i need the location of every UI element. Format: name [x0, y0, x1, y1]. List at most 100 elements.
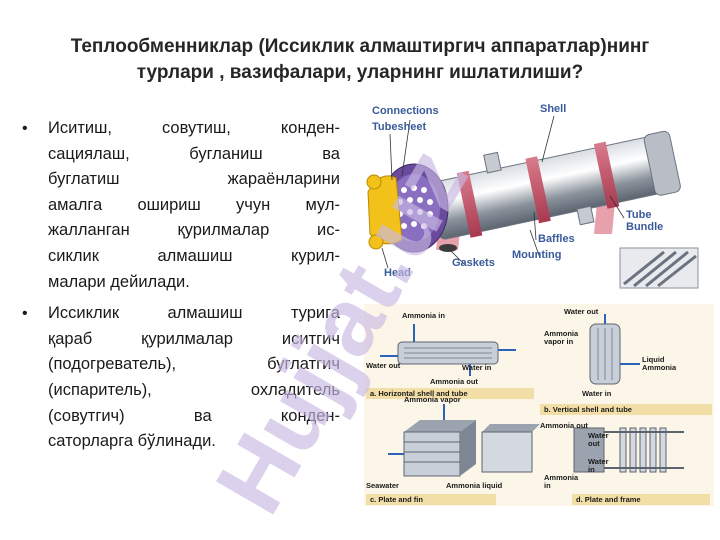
bullet-word: совутиш, — [161, 119, 231, 137]
baffle — [593, 141, 620, 209]
bullet-word: Иссиклик — [48, 304, 120, 323]
label-tubesheet: Tubesheet — [372, 121, 427, 133]
bullet-word: сациялаш, — [48, 144, 130, 163]
caption-b: b. Vertical shell and tube — [544, 405, 632, 414]
bullet-word: ва — [322, 144, 340, 163]
bullet-word: алмашиш — [167, 304, 243, 323]
bullet-dot-icon: • — [22, 305, 28, 323]
bullet-word: буглатгич — [267, 355, 340, 374]
bullet-line: (совутгич) ва конден- — [48, 404, 340, 430]
label-water-in-d-1: Water — [588, 457, 609, 466]
panel-vertical — [540, 314, 712, 415]
bullet-word: (испаритель), — [48, 380, 152, 399]
label-ammonia-vapor-in-2: vapor in — [544, 337, 574, 346]
label-ammonia-out-d: Ammonia out — [540, 421, 588, 430]
bullet-line: саторларга бўлинади. — [48, 429, 340, 455]
label-bundle: Bundle — [626, 221, 663, 233]
label-ammonia-vapor-in-1: Ammonia — [544, 329, 579, 338]
label-water-in-a: Water in — [462, 363, 492, 372]
bullet-word: иситгич — [281, 329, 340, 348]
title-line-2: турлари , вазифалари, уларнинг ишлатилиш… — [136, 62, 584, 83]
baffle — [525, 156, 551, 224]
label-head: Head — [384, 267, 411, 279]
bullet-word: турига — [290, 304, 340, 323]
label-water-out-a: Water out — [366, 361, 401, 370]
bullet-line: сациялаш, бугланиш ва — [48, 142, 340, 168]
label-ammonia-in-a: Ammonia in — [402, 311, 445, 320]
bullet-word: курил- — [291, 246, 340, 265]
label-water-in-b: Water in — [582, 389, 612, 398]
slide-title: Теплообменниклар (Иссиклик алмаштиргич а… — [30, 34, 690, 86]
bullet-word: қараб — [48, 329, 93, 348]
caption-a: a. Horizontal shell and tube — [370, 389, 468, 398]
shell-end — [643, 130, 681, 196]
bullet-word: сиклик — [48, 246, 99, 265]
label-water-in-d-2: in — [588, 465, 595, 474]
bullet-word: конден- — [280, 119, 340, 137]
label-liquid-2: Ammonia — [642, 363, 677, 372]
bullet-line: (подогреватель), буглатгич — [48, 352, 340, 378]
label-tube: Tube — [626, 209, 651, 221]
bullet-word: алмашиш — [157, 246, 233, 265]
bullet-item: •Иситиш,совутиш,конден-сациялаш,бугланиш… — [18, 116, 340, 295]
label-ammonia-in-d-1: Ammonia — [544, 473, 579, 482]
label-mounting: Mounting — [512, 249, 561, 261]
panel-plate-fin — [366, 404, 540, 505]
bullet-word: жалланган — [48, 221, 130, 240]
bullet-line: (испаритель), охладитель — [48, 378, 340, 404]
leader-lines — [381, 115, 625, 269]
bullet-line: қараб қурилмалар иситгич — [48, 327, 340, 353]
bullet-word: охладитель — [250, 380, 340, 399]
label-ammonia-liquid: Ammonia liquid — [446, 481, 503, 490]
bullet-dot-icon: • — [22, 120, 28, 137]
bullet-word: мул- — [305, 195, 340, 214]
bullet-line: Иссиклик алмашиш турига — [48, 301, 340, 327]
tube-bundle-inset — [619, 247, 699, 289]
bullet-line: Иситиш,совутиш,конден- — [48, 116, 340, 142]
label-connections: Connections — [372, 105, 439, 117]
bullet-word: учун — [235, 195, 271, 214]
bullet-word: малари дейилади. — [48, 272, 190, 291]
caption-c: c. Plate and fin — [370, 495, 423, 504]
bullet-word: ис- — [317, 221, 340, 240]
gasket — [439, 244, 457, 252]
bullet-word: жараёнларини — [227, 170, 340, 189]
label-ammonia-vapor-c: Ammonia vapor — [404, 395, 461, 404]
caption-d: d. Plate and frame — [576, 495, 641, 504]
bullet-word: бугланиш — [189, 144, 263, 163]
head-nozzle — [366, 174, 382, 190]
bullet-word: амалга — [48, 195, 103, 214]
bullet-word: (подогреватель), — [48, 355, 177, 374]
head-nozzle — [368, 234, 384, 250]
bullet-word: конден- — [280, 406, 340, 425]
label-ammonia-out-a: Ammonia out — [430, 377, 478, 386]
bullet-list: •Иситиш,совутиш,конден-сациялаш,бугланиш… — [18, 116, 340, 461]
exchanger-types-figure: Ammonia in Water out Water in Ammonia ou… — [364, 304, 714, 506]
label-liquid-1: Liquid — [642, 355, 665, 364]
label-water-out-b: Water out — [564, 307, 599, 316]
bullet-word: қурилмалар — [141, 329, 233, 348]
shell-and-tube-figure: Connections Tubesheet Shell Tube Bundle … — [366, 103, 699, 289]
bullet-line: амалга ошириш учун мул- — [48, 193, 340, 219]
bullet-word: саторларга бўлинади. — [48, 432, 216, 451]
bullet-word: буглатиш — [48, 170, 120, 189]
bullet-word: қурилмалар — [177, 221, 270, 240]
bullet-line: сиклик алмашиш курил- — [48, 244, 340, 270]
nozzle — [576, 205, 595, 226]
nozzle — [483, 151, 502, 174]
panel-horizontal — [366, 324, 534, 399]
label-water-out-d-2: out — [588, 439, 600, 448]
bullet-line: малари дейилади. — [48, 270, 340, 296]
bullet-line: жалланган қурилмалар ис- — [48, 218, 340, 244]
label-seawater: Seawater — [366, 481, 399, 490]
label-baffles: Baffles — [538, 233, 575, 245]
baffle — [456, 170, 483, 238]
bullet-word: (совутгич) — [48, 406, 125, 425]
label-water-out-d-1: Water — [588, 431, 609, 440]
label-shell: Shell — [540, 103, 566, 115]
panel-plate-frame — [572, 427, 710, 505]
bullet-item: • Иссиклик алмашиш турига қараб қурилмалар иси… — [18, 301, 340, 455]
bullet-word: ошириш — [137, 195, 201, 214]
bullet-word: ва — [193, 406, 212, 425]
